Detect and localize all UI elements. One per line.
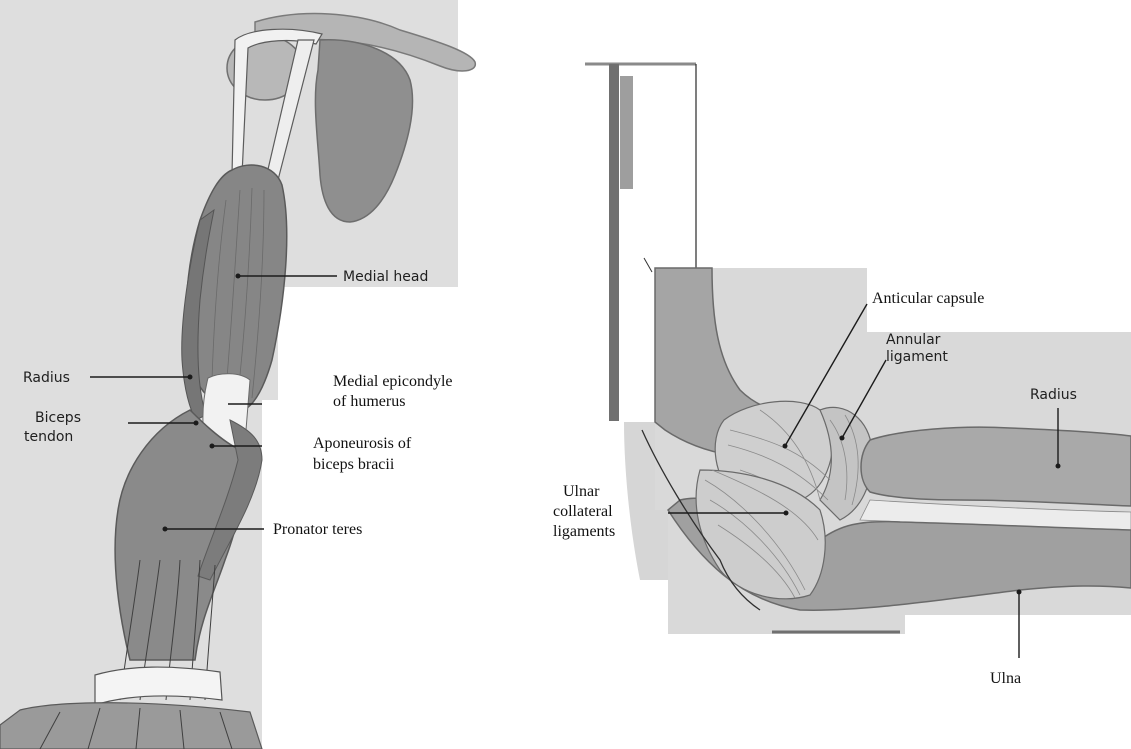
radius-bone bbox=[861, 427, 1131, 506]
label-articular-capsule: Anticular capsule bbox=[872, 290, 984, 307]
aponeurosis-dot bbox=[210, 444, 215, 449]
label-ulna: Ulna bbox=[990, 670, 1021, 687]
label-annular-line2: ligament bbox=[886, 349, 948, 365]
label-pronator-teres: Pronator teres bbox=[273, 521, 362, 538]
label-medial-epicondyle-line2: of humerus bbox=[333, 393, 405, 410]
elbow-illustration bbox=[585, 64, 1131, 658]
label-radius-elbow: Radius bbox=[1030, 387, 1077, 403]
label-radius-arm: Radius bbox=[23, 370, 70, 386]
radius-dot bbox=[188, 375, 193, 380]
bracket-stipple-strip bbox=[620, 76, 633, 189]
label-medial-head: Medial head bbox=[343, 269, 428, 285]
hand bbox=[0, 703, 262, 749]
pronator-teres-dot bbox=[163, 527, 168, 532]
bracket-small-tick bbox=[644, 258, 652, 272]
ulna-dot bbox=[1017, 590, 1022, 595]
label-aponeurosis-line1: Aponeurosis of bbox=[313, 435, 412, 452]
label-aponeurosis-line2: biceps bracii bbox=[313, 456, 395, 473]
articular-capsule-dot bbox=[783, 444, 788, 449]
label-ulnar-line1: Ulnar bbox=[563, 483, 600, 500]
label-ulnar-line2: collateral bbox=[553, 503, 613, 520]
label-biceps-line1: Biceps bbox=[35, 410, 81, 426]
radius-elbow-dot bbox=[1056, 464, 1061, 469]
label-annular-line1: Annular bbox=[886, 332, 941, 348]
label-medial-epicondyle-line1: Medial epicondyle bbox=[333, 373, 453, 390]
ulnar-collateral-dot bbox=[784, 511, 789, 516]
annular-ligament-dot bbox=[840, 436, 845, 441]
label-biceps-line2: tendon bbox=[24, 429, 73, 445]
medial-head-dot bbox=[236, 274, 241, 279]
label-ulnar-line3: ligaments bbox=[553, 523, 615, 540]
bracket-dark-bar bbox=[609, 64, 619, 421]
biceps-tendon-dot bbox=[194, 421, 199, 426]
